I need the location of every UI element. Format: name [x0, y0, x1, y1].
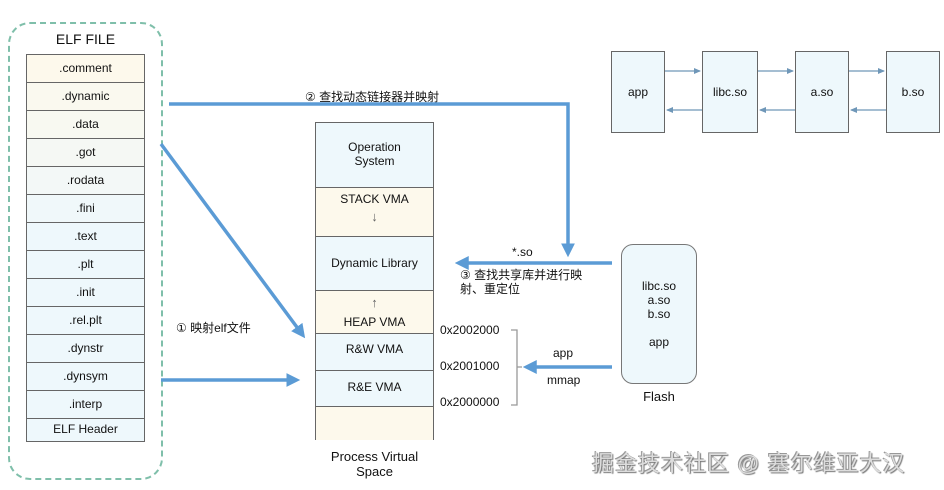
- elf-section-row: .got: [27, 139, 144, 167]
- flash-item: a.so: [647, 293, 671, 307]
- elf-section-row: .comment: [27, 55, 144, 83]
- step3-line: 射、重定位: [460, 282, 521, 296]
- elf-section-table: .comment.dynamic.data.got.rodata.fini.te…: [26, 54, 145, 442]
- mmap-label: mmap: [547, 373, 581, 387]
- step2-label: ② 查找动态链接器并映射: [305, 90, 440, 104]
- arrow-map-elf-diagonal: [159, 142, 306, 339]
- caption-line: Process Virtual: [330, 449, 419, 464]
- segment-label: System: [354, 154, 395, 168]
- elf-section-row: .fini: [27, 195, 144, 223]
- flash-item: app: [648, 335, 670, 349]
- segment-operation-system: Operation System: [316, 123, 433, 188]
- segment-label: HEAP VMA: [343, 315, 406, 329]
- address-0x2002000: 0x2002000: [440, 323, 500, 337]
- elf-file-title: ELF FILE: [55, 31, 116, 47]
- watermark: 掘金技术社区 @ 塞尔维亚大汉: [592, 451, 906, 476]
- address-0x2000000: 0x2000000: [440, 395, 500, 409]
- elf-section-row: .text: [27, 223, 144, 251]
- so-label: *.so: [512, 245, 533, 259]
- process-caption: Process Virtual Space: [315, 449, 434, 479]
- chain-node-a-so: a.so: [795, 51, 849, 133]
- segment-label: Operation: [348, 140, 401, 154]
- elf-section-row: .rel.plt: [27, 307, 144, 335]
- arrow-up-icon: ↑: [371, 295, 378, 310]
- flash-item: b.so: [647, 307, 671, 321]
- elf-file-frame: [8, 22, 163, 480]
- step3-line: ③ 查找共享库并进行映: [460, 268, 583, 282]
- segment-label: STACK VMA: [340, 192, 409, 206]
- process-virtual-space: Operation System STACK VMA ↓ Dynamic Lib…: [315, 122, 434, 440]
- app-label: app: [553, 346, 574, 360]
- address-0x2001000: 0x2001000: [440, 359, 500, 373]
- elf-section-row: ELF Header: [27, 419, 144, 441]
- flash-item: libc.so: [641, 279, 676, 293]
- segment-stack-vma: STACK VMA ↓: [316, 188, 433, 237]
- segment-empty: [316, 407, 433, 440]
- chain-node-app: app: [611, 51, 665, 133]
- flash-caption: Flash: [643, 389, 675, 404]
- step3-label: ③ 查找共享库并进行映 射、重定位: [460, 268, 582, 296]
- segment-dynamic-library: Dynamic Library: [316, 237, 433, 291]
- arrow-down-icon: ↓: [371, 209, 378, 224]
- elf-section-row: .dynstr: [27, 335, 144, 363]
- elf-section-row: .interp: [27, 391, 144, 419]
- elf-section-row: .dynamic: [27, 83, 144, 111]
- chain-node-libc: libc.so: [702, 51, 758, 133]
- chain-node-b-so: b.so: [886, 51, 940, 133]
- elf-section-row: .rodata: [27, 167, 144, 195]
- address-bracket: [511, 329, 522, 406]
- elf-section-row: .dynsym: [27, 363, 144, 391]
- caption-line: Space: [356, 464, 393, 479]
- elf-section-row: .init: [27, 279, 144, 307]
- segment-rw-vma: R&W VMA: [316, 334, 433, 371]
- arrow-find-dynamic-linker: [169, 102, 575, 258]
- step1-label: ① 映射elf文件: [176, 321, 251, 335]
- elf-section-row: .data: [27, 111, 144, 139]
- elf-section-row: .plt: [27, 251, 144, 279]
- segment-heap-vma: ↑ HEAP VMA: [316, 291, 433, 334]
- segment-re-vma: R&E VMA: [316, 371, 433, 407]
